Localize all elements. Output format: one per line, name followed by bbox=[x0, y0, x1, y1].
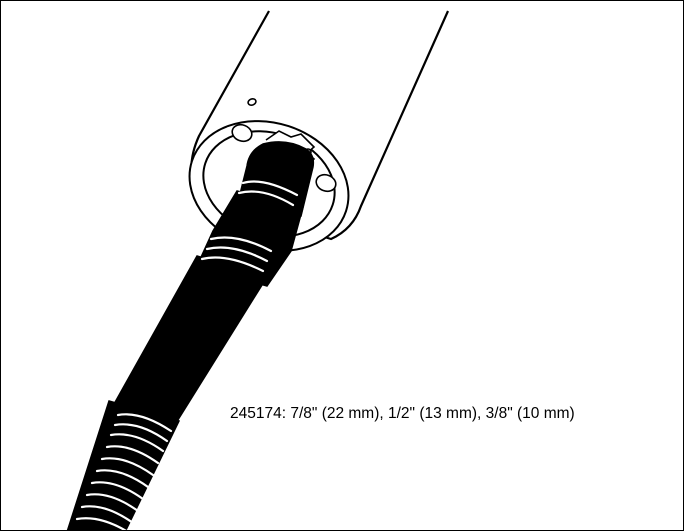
hose-rings bbox=[75, 180, 299, 530]
tube-holes bbox=[231, 98, 337, 193]
hose-adapter bbox=[66, 141, 315, 530]
hose-size-caption: 245174: 7/8" (22 mm), 1/2" (13 mm), 3/8"… bbox=[230, 405, 575, 422]
